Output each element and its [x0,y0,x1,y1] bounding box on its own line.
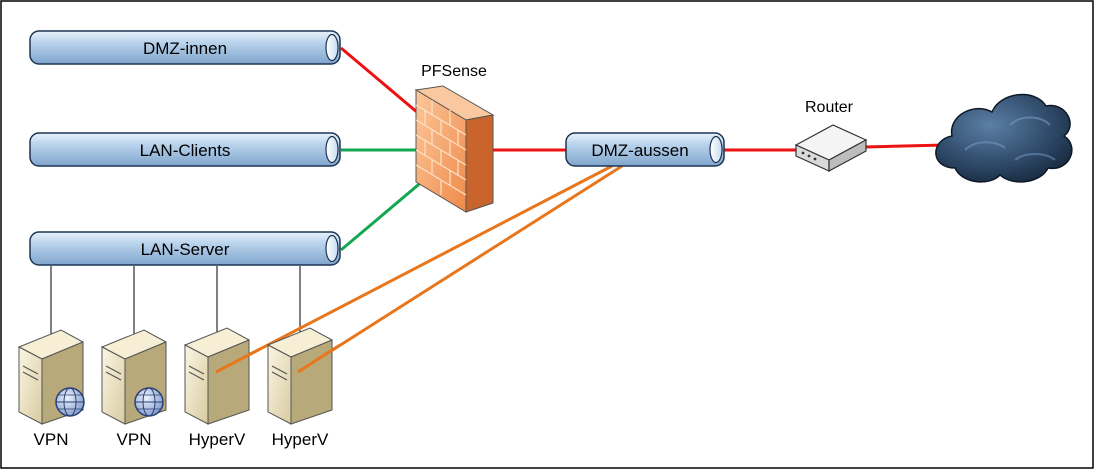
segment-dmz-innen: DMZ-innen [29,30,341,65]
cloud-icon [935,93,1073,183]
lan-server-drops [50,266,301,338]
server-hyperv-1 [183,327,251,425]
server-label-vpn-2: VPN [117,430,152,449]
segment-lan-server: LAN-Server [29,231,341,266]
segment-dmz-aussen: DMZ-aussen [565,132,725,167]
segment-lan-clients: LAN-Clients [29,132,341,167]
link-hyperv-1-dmz-aussen [215,164,613,374]
segment-label: LAN-Clients [140,141,231,160]
link-router-internet [863,143,946,149]
router-icon [794,124,868,173]
segment-label: DMZ-aussen [591,141,688,160]
dmz-vm-links-overlay [215,343,341,374]
server-label-hyperv-1: HyperV [189,430,246,449]
server-globe-icon [55,387,85,417]
firewall-label: PFSense [421,63,487,80]
link-hyperv-2-dmz-aussen [297,164,623,374]
server-hyperv-2 [266,327,334,425]
server-label-hyperv-2: HyperV [272,430,329,449]
segment-label: LAN-Server [141,240,230,259]
link-lan-server-firewall [340,178,425,252]
link-dmz-innen-firewall [340,46,425,120]
segment-label: DMZ-innen [143,39,227,58]
server-globe-icon [134,387,164,417]
server-label-vpn-1: VPN [34,430,69,449]
firewall-icon [414,85,495,213]
links [215,46,946,374]
router-label: Router [805,99,854,116]
